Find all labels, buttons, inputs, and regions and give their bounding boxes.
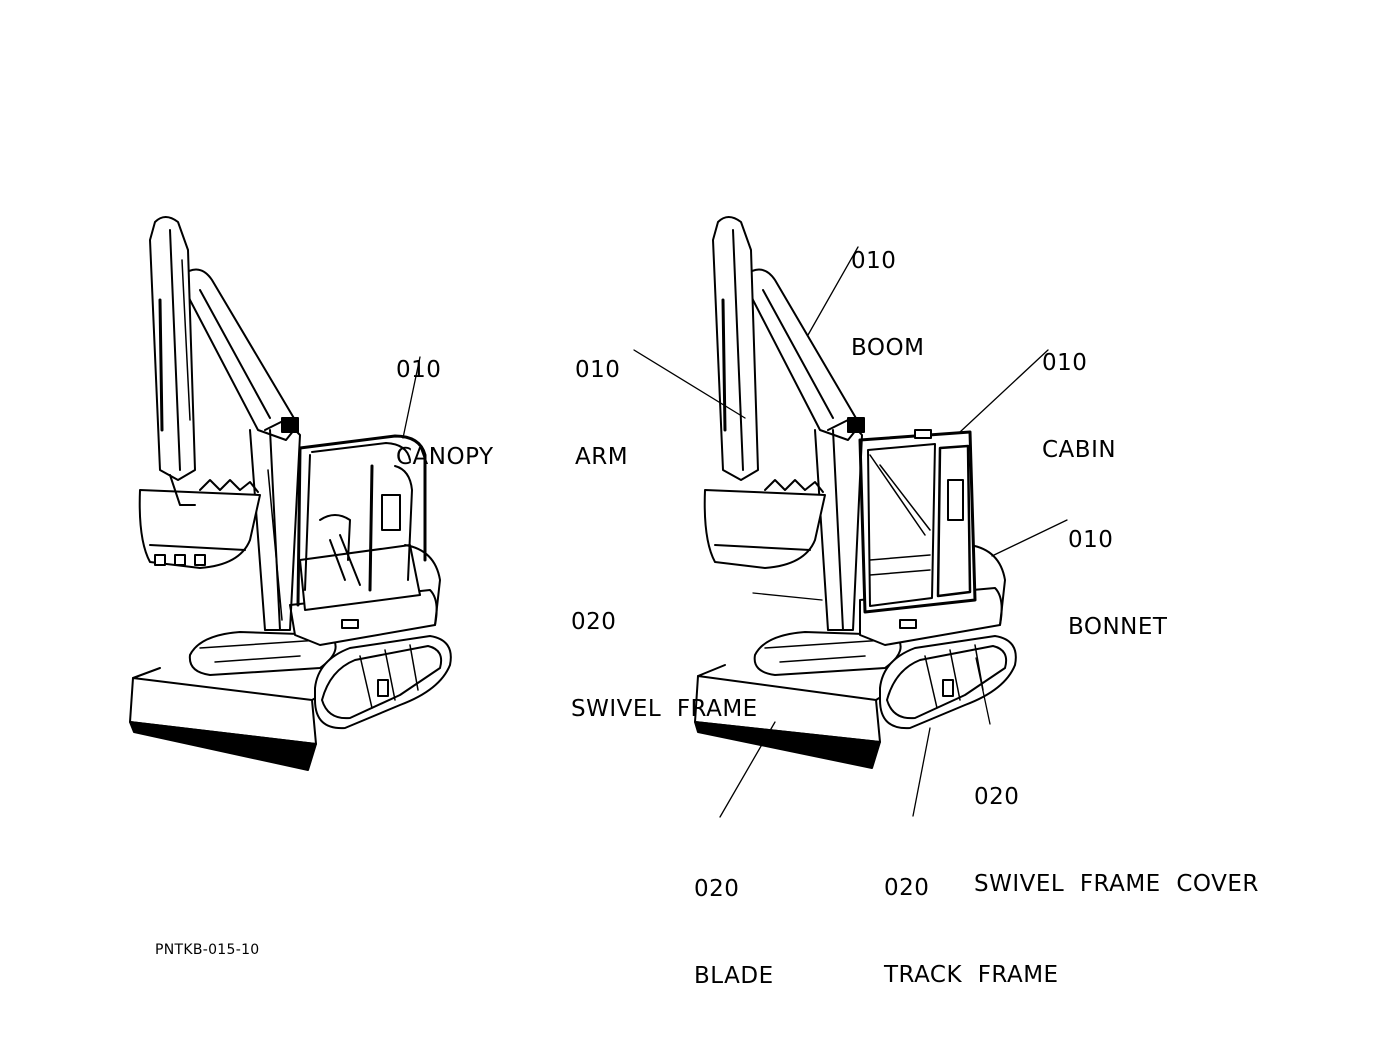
canopy-code: 010 (396, 357, 442, 383)
swivel-frame-cover-code: 020 (974, 784, 1020, 810)
excavator-illustrations (129, 216, 1068, 818)
boom-right (744, 268, 865, 631)
leader-swivel-frame-cover (975, 657, 991, 725)
cabin-label: CABIN (1042, 437, 1117, 463)
boom-left (181, 268, 301, 631)
callout-cabin: 010 CABIN (1042, 291, 1116, 523)
leader-canopy (402, 356, 421, 439)
leader-cabin (959, 349, 1049, 433)
swivel-frame-cover-label: SWIVEL FRAME COVER (974, 871, 1259, 897)
blade-right (694, 664, 893, 769)
excavator-cabin-drawing (694, 216, 1017, 769)
callout-track-frame: 020 TRACK FRAME (884, 816, 1059, 1048)
blade-label: BLADE (694, 963, 774, 989)
bucket-right (703, 479, 826, 569)
track-frame-label: TRACK FRAME (884, 962, 1059, 988)
leader-blade (719, 721, 776, 818)
document-code: PNTKB-015-10 (155, 942, 260, 958)
arm-right (712, 216, 759, 481)
leader-boom (807, 246, 859, 336)
bucket-left (138, 474, 261, 569)
swivel-body-left (289, 544, 441, 646)
canopy-left (296, 434, 427, 607)
leader-track-frame (912, 727, 931, 817)
parts-diagram-page: 010 CANOPY 010 ARM 010 BOOM 010 CABIN 01… (129, 189, 1259, 989)
leader-swivel-frame (752, 592, 823, 601)
excavator-canopy-drawing (129, 216, 452, 771)
callout-boom: 010 BOOM (851, 189, 924, 421)
callout-arm: 010 ARM (575, 298, 628, 530)
track-frame-code: 020 (884, 875, 930, 901)
arm-left (149, 216, 196, 481)
callout-canopy: 010 CANOPY (396, 298, 494, 530)
callout-swivel-frame: 020 SWIVEL FRAME (571, 550, 758, 782)
boom-code: 010 (851, 248, 897, 274)
cabin-right (858, 429, 977, 614)
tracks-left (188, 631, 452, 730)
blade-code: 020 (694, 876, 740, 902)
bonnet-code: 010 (1068, 527, 1114, 553)
boom-label: BOOM (851, 335, 925, 361)
swivel-frame-code: 020 (571, 609, 617, 635)
callout-swivel-frame-cover: 020 SWIVEL FRAME COVER (974, 725, 1259, 957)
leader-lines (402, 246, 1068, 818)
cabin-code: 010 (1042, 350, 1088, 376)
leader-arm (633, 349, 746, 419)
callout-bonnet: 010 BONNET (1068, 468, 1167, 700)
blade-left (129, 667, 331, 771)
canopy-label: CANOPY (396, 444, 494, 470)
swivel-frame-label: SWIVEL FRAME (571, 696, 758, 722)
arm-code: 010 (575, 357, 621, 383)
arm-label: ARM (575, 444, 629, 470)
tracks-right (753, 631, 1017, 730)
bonnet-label: BONNET (1068, 614, 1168, 640)
callout-blade: 020 BLADE (694, 817, 774, 1049)
leader-bonnet (991, 519, 1068, 557)
